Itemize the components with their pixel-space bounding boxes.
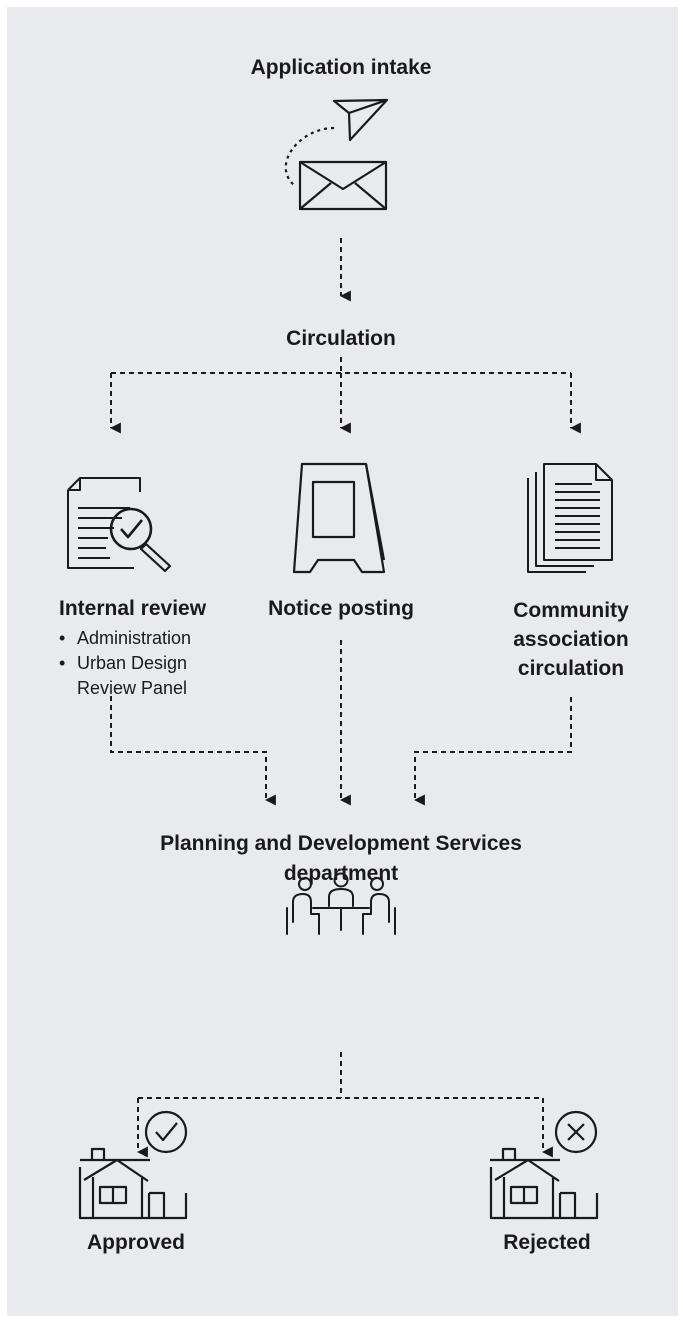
edge-community-department xyxy=(413,697,572,806)
node-notice-posting: Notice posting xyxy=(268,597,414,620)
node-circulation: Circulation xyxy=(286,327,396,350)
house-checkmark-icon xyxy=(78,1110,188,1220)
node-rejected: Rejected xyxy=(503,1231,591,1254)
house-x-icon xyxy=(489,1110,599,1220)
node-internal-review: Internal review xyxy=(59,597,207,620)
node-planning-department: Planning and Development Services depart… xyxy=(160,832,522,885)
internal-review-item: Administration xyxy=(57,626,247,651)
edge-internal-review-department xyxy=(110,696,276,806)
sandwich-board-sign-icon xyxy=(292,462,386,574)
internal-review-list: Administration Urban Design Review Panel xyxy=(57,626,247,701)
node-approved: Approved xyxy=(86,1231,185,1254)
paper-plane-envelope-icon xyxy=(284,98,389,211)
internal-review-item: Urban Design Review Panel xyxy=(57,651,247,701)
node-community-association-circulation: Community association circulation xyxy=(513,599,629,680)
department-branch xyxy=(138,1052,543,1099)
node-application-intake: Application intake xyxy=(250,56,432,79)
stacked-documents-icon xyxy=(527,463,613,573)
circulation-branch-bar xyxy=(111,357,571,374)
document-magnifier-check-icon xyxy=(67,477,172,573)
meeting-table-people-icon xyxy=(286,872,396,935)
